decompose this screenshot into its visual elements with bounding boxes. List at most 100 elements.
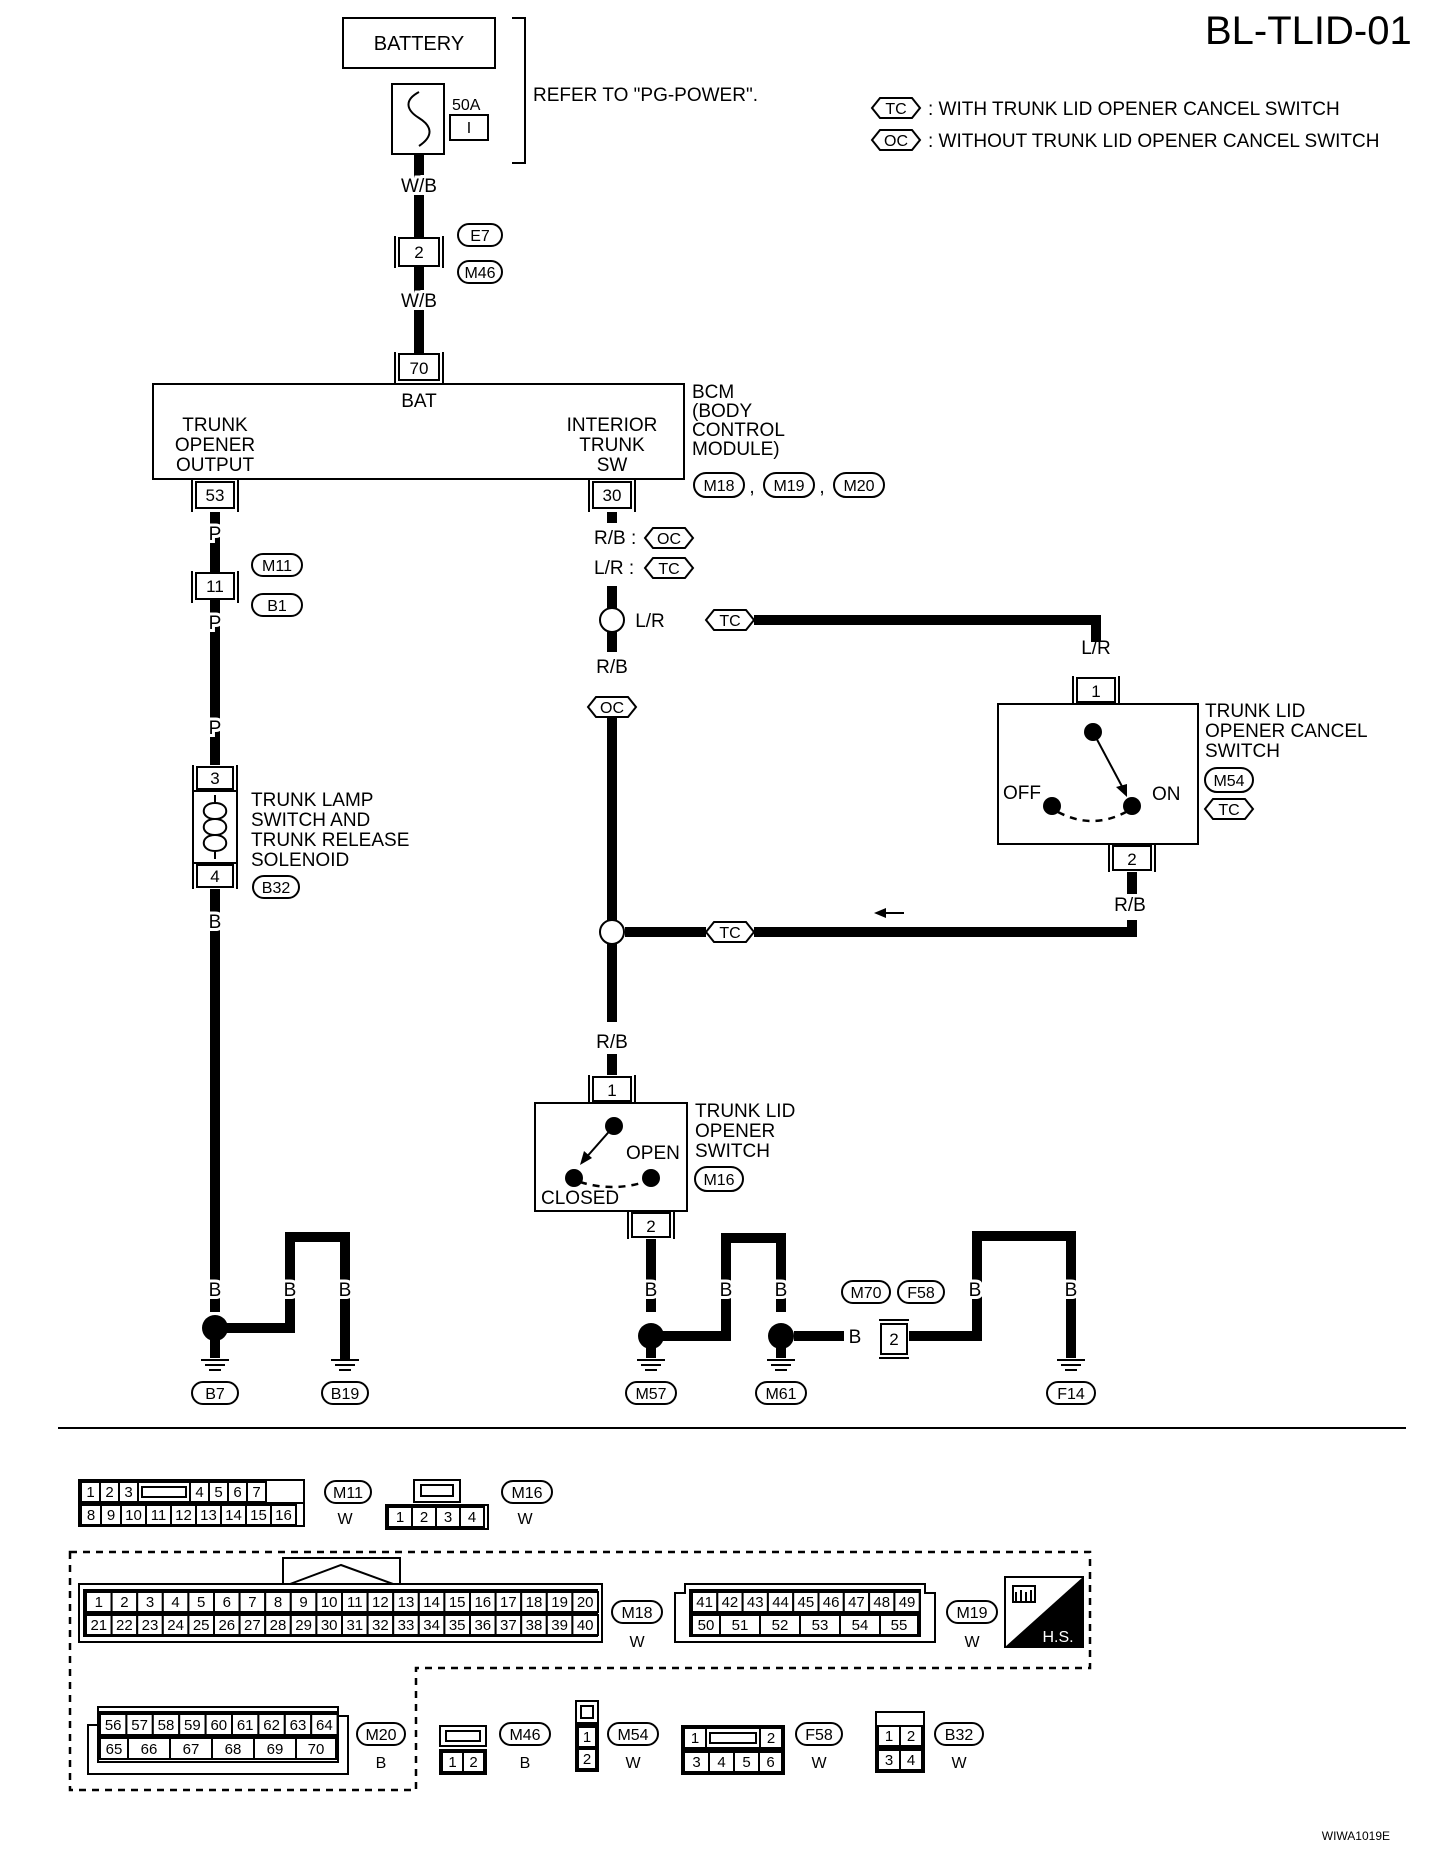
cancel-switch-name: SWITCH: [1205, 741, 1280, 762]
pin-number: 10: [321, 1594, 338, 1611]
pin-cell: [270, 1504, 297, 1526]
connector-id: E7: [470, 228, 490, 245]
pin-number: 4: [195, 1484, 203, 1501]
bcm-input-label: SW: [597, 455, 628, 476]
ground-id: M61: [765, 1386, 796, 1403]
pin-number: 8: [87, 1507, 95, 1524]
pin-number: 3: [124, 1484, 132, 1501]
pin-number: 30: [321, 1617, 338, 1634]
pin-number: 3: [444, 1509, 452, 1526]
pin-cell: [310, 1713, 339, 1736]
wire-b-ground: [215, 1232, 350, 1360]
bcm-bat-pin: 70: [410, 359, 429, 378]
pin-label: 2: [414, 243, 423, 262]
wire-color-label: B: [209, 1280, 222, 1301]
connector-id: M70: [850, 1285, 881, 1302]
ground-f14: F14: [1046, 1359, 1096, 1405]
wire-color-label: B: [775, 1280, 788, 1301]
pin-number: 51: [732, 1617, 749, 1634]
pin-number: 46: [823, 1594, 840, 1611]
pin-number: 5: [742, 1754, 750, 1771]
pin-number: 25: [193, 1617, 210, 1634]
pin-number: 53: [812, 1617, 829, 1634]
pin-number: 15: [449, 1594, 466, 1611]
connector-id: M46: [509, 1727, 540, 1744]
pin-number: 57: [131, 1717, 148, 1734]
trunk-lid-opener-switch: 1 OPEN CLOSED 2 TRUNK LID OPENER SWITCH …: [534, 1075, 795, 1239]
connector-view-m54: 12 M54 W: [575, 1700, 659, 1772]
pin-cell: [577, 1726, 597, 1748]
pin-cell: [899, 1749, 923, 1771]
pin-number: 5: [214, 1484, 222, 1501]
connector-id: M20: [365, 1727, 396, 1744]
pin-number: 37: [500, 1617, 517, 1634]
pin-number: 50: [698, 1617, 715, 1634]
fuse-rating: 50A: [452, 97, 481, 114]
bcm-output-pin: 53: [206, 486, 225, 505]
solenoid-name: TRUNK RELEASE: [251, 830, 409, 851]
bcm-name: (BODY: [692, 401, 753, 422]
pin-number: 63: [290, 1717, 307, 1734]
inline-connector-m11-b1: 11 M11 B1: [191, 553, 303, 617]
opener-switch-name: OPENER: [695, 1121, 775, 1142]
oc-label: OC: [600, 700, 624, 717]
pin-number: 7: [248, 1594, 256, 1611]
wire-b: [651, 1233, 786, 1341]
pin-number: 15: [250, 1507, 267, 1524]
switch-open-label: OPEN: [626, 1143, 680, 1164]
diagram-title: BL-TLID-01: [1205, 9, 1412, 53]
pin-number: 64: [316, 1717, 333, 1734]
pin-number: 4: [717, 1754, 725, 1771]
pin-number: 22: [116, 1617, 133, 1634]
trunk-release-solenoid: 3 4 TRUNK LAMP SWITCH AND TRUNK RELEASE …: [192, 765, 409, 899]
pin-number: 9: [299, 1594, 307, 1611]
trunk-lid-opener-cancel-switch: 1 OFF ON 2 TRUNK LID OPENER CANCEL SWITC…: [997, 676, 1368, 872]
pin-number: 11: [347, 1594, 363, 1611]
connector-id: M54: [1213, 773, 1244, 790]
figure-code: WIWA1019E: [1322, 1829, 1390, 1843]
bcm-output-label: TRUNK: [182, 415, 248, 436]
pin-cell: [246, 1481, 267, 1503]
pin-cell: [295, 1737, 337, 1760]
tc-symbol: [643, 557, 695, 579]
ground-m61: M61: [755, 1323, 807, 1405]
pin-number: 49: [899, 1594, 916, 1611]
connector-color: B: [376, 1755, 387, 1772]
connector-id: B32: [945, 1727, 974, 1744]
pin-number: 70: [308, 1741, 325, 1758]
splice-point: [599, 919, 625, 945]
connector-id: B1: [267, 598, 287, 615]
connector-key-slot: [141, 1486, 187, 1498]
wire-color-label: B: [339, 1280, 352, 1301]
wire-r-b-return: [754, 920, 1137, 937]
ground-id: B7: [205, 1386, 225, 1403]
flow-arrow-head: [874, 908, 886, 918]
wire-color-label: L/R :: [594, 558, 634, 579]
pin-number: 55: [891, 1617, 908, 1634]
oc-symbol: [586, 696, 638, 718]
pin-number: 44: [772, 1594, 789, 1611]
pin-cell: [577, 1748, 597, 1770]
pin-number: 2: [105, 1484, 113, 1501]
pin-number: 56: [105, 1717, 122, 1734]
pin-number: 3: [885, 1752, 893, 1769]
pin-number: 38: [526, 1617, 543, 1634]
switch-closed-label: CLOSED: [541, 1188, 619, 1209]
pin-number: 65: [106, 1741, 123, 1758]
cancel-switch-name: TRUNK LID: [1205, 701, 1305, 722]
pin-number: 61: [237, 1717, 254, 1734]
pin-number: 19: [551, 1594, 568, 1611]
connector-color: W: [625, 1755, 641, 1772]
fuse-id: I: [467, 120, 471, 137]
pin-number: 35: [449, 1617, 466, 1634]
ground-id: B19: [331, 1386, 360, 1403]
pin-label: 3: [210, 769, 219, 788]
pin-number: 45: [798, 1594, 815, 1611]
pin-number: 14: [225, 1507, 242, 1524]
connector-id: F58: [805, 1727, 833, 1744]
bcm-bat-label: BAT: [401, 391, 437, 412]
connector-id: M20: [843, 478, 874, 495]
harness-group-outline: [68, 1550, 1092, 1792]
